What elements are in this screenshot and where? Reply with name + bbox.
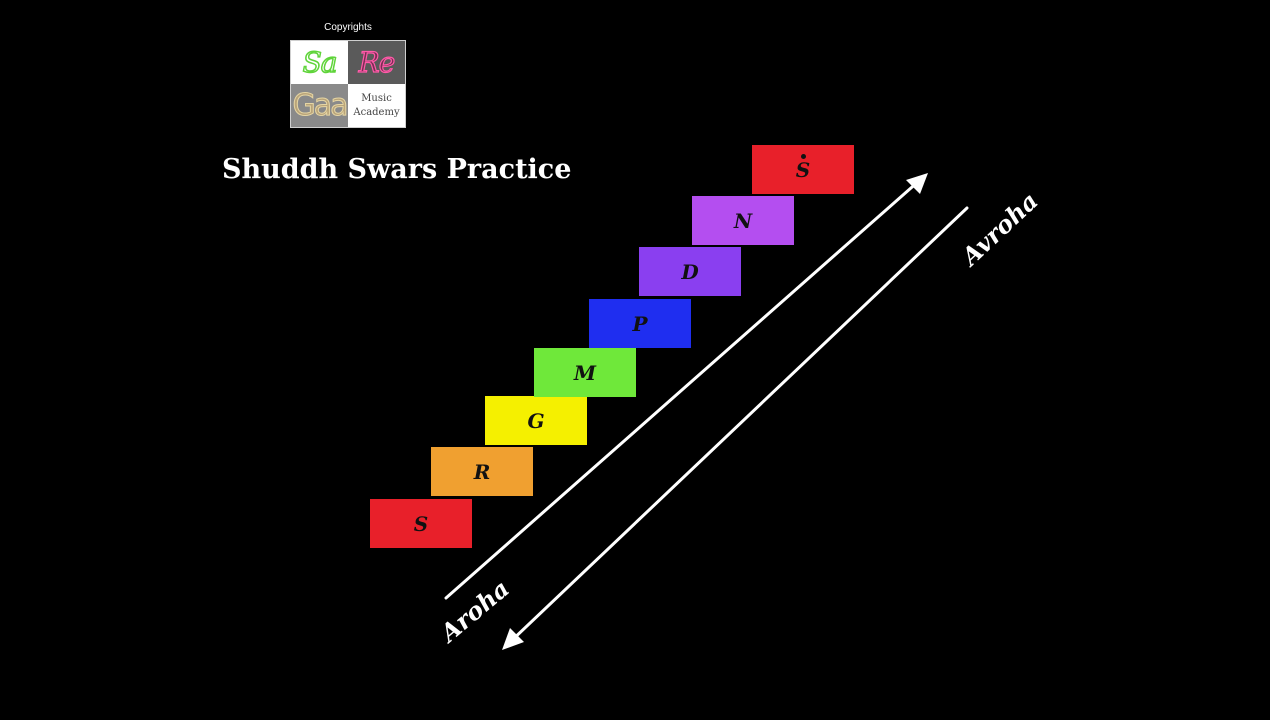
swar-label: S (795, 157, 811, 182)
copyright-label: Copyrights (324, 22, 372, 33)
swar-label: R (473, 459, 491, 484)
logo-cell-sa: Sa (291, 41, 348, 84)
swar-block-sa: S (370, 499, 472, 548)
swar-label: N (733, 208, 753, 233)
logo-cell-re: Re (348, 41, 405, 84)
swar-block-re: R (431, 447, 533, 496)
swar-label: P (632, 311, 648, 336)
academy-logo: Sa Re Gaa Music Academy (290, 40, 406, 128)
swar-block-ni: N (692, 196, 794, 245)
swar-block-ma: M (534, 348, 636, 397)
swar-label: G (527, 408, 545, 433)
swar-label: M (573, 360, 597, 385)
logo-text-sa: Sa (302, 45, 338, 80)
logo-text-re: Re (358, 45, 396, 79)
logo-cell-gaa: Gaa (291, 84, 348, 127)
avroha-arrowhead-icon (502, 628, 524, 650)
swar-block-dha: D (639, 247, 741, 296)
avroha-arrow-line (506, 206, 969, 646)
swar-label: S (413, 511, 429, 536)
swar-block-taar-sa: S (752, 145, 854, 194)
taar-saptak-dot (801, 154, 806, 159)
swar-label: D (681, 259, 699, 284)
swar-block-ga: G (485, 396, 587, 445)
aroha-arrow-line (444, 178, 922, 600)
logo-text-gaa: Gaa (292, 88, 348, 124)
logo-text-academy: Music Academy (353, 92, 400, 118)
swar-block-pa: P (589, 299, 691, 348)
page-title: Shuddh Swars Practice (222, 154, 572, 185)
aroha-arrowhead-icon (906, 173, 928, 194)
logo-cell-academy: Music Academy (348, 84, 405, 127)
